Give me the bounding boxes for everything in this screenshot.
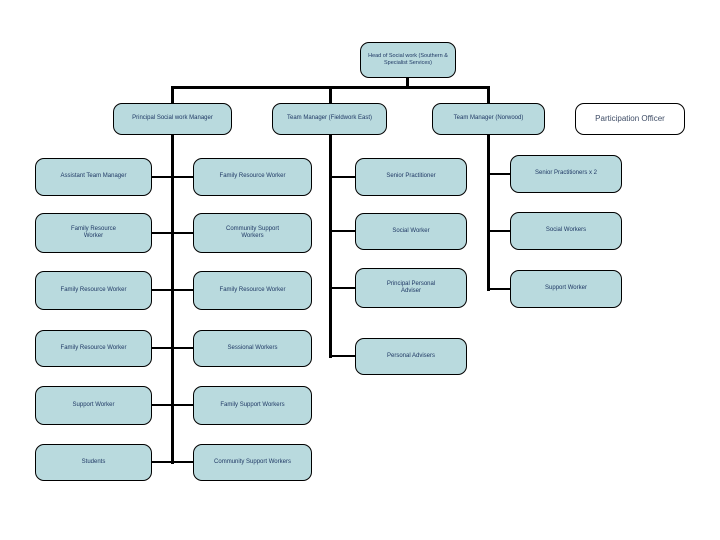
connector-line [329,287,355,289]
node-col3-1: Senior Practitioner [355,158,467,196]
node-col1-1: Assistant Team Manager [35,158,152,196]
node-head-of-social-work-label: Head of Social work (Southern & Speciali… [368,53,448,66]
node-col2-6: Community Support Workers [193,444,312,481]
connector-line [487,288,510,290]
node-col3-2-label: Social Worker [392,227,430,234]
node-participation-officer-label: Participation Officer [595,114,665,123]
node-manager-3-label: Team Manager (Norwood) [453,115,524,122]
connector-line [152,404,193,406]
connector-line [329,355,355,357]
node-col4-1: Senior Practitioners x 2 [510,155,622,193]
connector-line [329,230,355,232]
node-col2-2: Community Support Workers [193,213,312,253]
node-manager-2-label: Team Manager (Fieldwork East) [286,115,373,122]
connector-line [329,86,332,103]
node-col1-5-label: Support Worker [72,401,115,408]
connector-line [329,176,355,178]
node-col2-5: Family Support Workers [193,386,312,425]
node-col1-6-label: Students [81,458,106,465]
node-col2-4-label: Sessional Workers [227,344,278,351]
connector-line [487,230,510,232]
node-col1-5: Support Worker [35,386,152,425]
node-col3-2: Social Worker [355,213,467,250]
connector-line [152,232,193,234]
node-col1-6: Students [35,444,152,481]
node-col3-1-label: Senior Practitioner [386,173,436,180]
node-col2-5-label: Family Support Workers [220,401,285,408]
node-col2-2-label: Community Support Workers [225,225,280,240]
node-col2-3: Family Resource Worker [193,271,312,310]
node-manager-2: Team Manager (Fieldwork East) [272,103,387,135]
node-col2-1-label: Family Resource Worker [219,173,286,180]
node-col3-4: Personal Advisers [355,338,467,375]
node-col2-1: Family Resource Worker [193,158,312,196]
node-head-of-social-work: Head of Social work (Southern & Speciali… [360,42,456,78]
connector-line [171,86,174,103]
node-manager-3: Team Manager (Norwood) [432,103,545,135]
connector-line [487,86,490,103]
node-col4-2-label: Social Workers [545,227,587,234]
node-col3-3-label: Principal Personal Adviser [386,280,436,295]
connector-line [487,173,510,175]
node-col2-3-label: Family Resource Worker [219,286,286,293]
connector-line [171,135,174,464]
node-col1-3-label: Family Resource Worker [60,286,127,293]
node-col1-3: Family Resource Worker [35,271,152,310]
node-col1-2-label: Family Resource Worker [70,225,116,240]
node-col4-3-label: Support Worker [545,285,587,292]
node-col3-4-label: Personal Advisers [386,352,436,359]
connector-line [152,289,193,291]
node-col2-4: Sessional Workers [193,330,312,367]
connector-line [152,461,193,463]
node-col2-6-label: Community Support Workers [214,458,291,465]
connector-line [152,347,193,349]
node-manager-1-label: Principal Social work Manager [132,115,213,122]
node-col1-4-label: Family Resource Worker [60,344,127,351]
connector-line [406,78,409,88]
node-col1-1-label: Assistant Team Manager [60,173,127,180]
node-col1-2: Family Resource Worker [35,213,152,253]
node-col4-3: Support Worker [510,270,622,308]
connector-line [487,135,490,291]
node-col4-2: Social Workers [510,212,622,250]
node-col3-3: Principal Personal Adviser [355,268,467,308]
node-manager-1: Principal Social work Manager [113,103,232,135]
connector-line [152,176,193,178]
node-col4-1-label: Senior Practitioners x 2 [534,170,598,177]
node-col1-4: Family Resource Worker [35,330,152,367]
node-participation-officer: Participation Officer [575,103,685,135]
connector-line [329,135,332,358]
